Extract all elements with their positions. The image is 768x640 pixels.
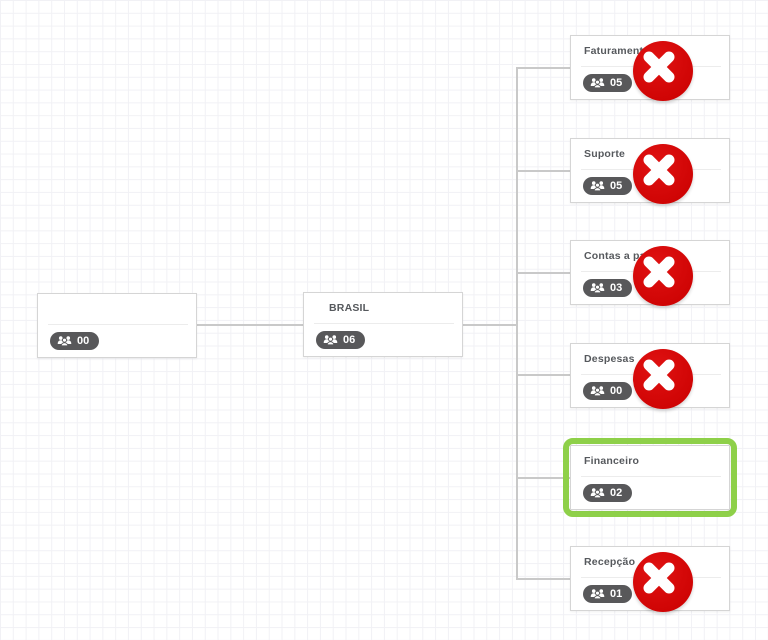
- node-recepcao[interactable]: Recepção 01: [570, 546, 730, 612]
- member-count-badge: 00: [583, 382, 633, 400]
- connector-branch-line: [516, 170, 570, 172]
- users-icon: [590, 77, 605, 89]
- node-title: Despesas: [584, 353, 635, 365]
- node-despesas[interactable]: Despesas 00: [570, 343, 730, 409]
- node-divider: [581, 476, 721, 477]
- selected-node-highlight: Financeiro 02: [563, 438, 737, 517]
- member-count: 02: [610, 487, 623, 499]
- delete-node-button[interactable]: [633, 552, 693, 612]
- connector-branch-line: [516, 272, 570, 274]
- node-title: BRASIL: [329, 302, 370, 314]
- x-icon: [643, 51, 675, 83]
- x-icon: [643, 154, 675, 186]
- connector-branch-line: [516, 578, 570, 580]
- delete-node-button[interactable]: [633, 349, 693, 409]
- node-root[interactable]: 00: [37, 293, 197, 358]
- member-count-badge: 05: [583, 74, 633, 92]
- member-count: 05: [610, 77, 623, 89]
- users-icon: [590, 282, 605, 294]
- member-count-badge: 06: [316, 331, 366, 349]
- x-icon: [643, 562, 675, 594]
- node-title: Financeiro: [584, 455, 640, 467]
- member-count-badge: 02: [583, 484, 633, 502]
- node-financeiro[interactable]: Financeiro 02: [570, 445, 730, 510]
- member-count: 05: [610, 180, 623, 192]
- users-icon: [590, 180, 605, 192]
- node-brasil[interactable]: BRASIL 06: [303, 292, 463, 357]
- member-count: 00: [610, 385, 623, 397]
- users-icon: [590, 588, 605, 600]
- member-count-badge: 03: [583, 279, 633, 297]
- node-title: Recepção: [584, 556, 636, 568]
- node-divider: [48, 324, 188, 325]
- member-count-badge: 00: [50, 332, 100, 350]
- connector-branch-line: [516, 67, 570, 69]
- node-contas-a-pagar[interactable]: Contas a pagar 03: [570, 240, 730, 306]
- member-count-badge: 01: [583, 585, 633, 603]
- member-count: 06: [343, 334, 356, 346]
- delete-node-button[interactable]: [633, 41, 693, 101]
- member-count: 01: [610, 588, 623, 600]
- x-icon: [643, 256, 675, 288]
- connector-trunk-line: [516, 67, 518, 580]
- node-divider: [314, 323, 454, 324]
- node-suporte[interactable]: Suporte 05: [570, 138, 730, 204]
- node-faturamento[interactable]: Faturamento 05: [570, 35, 730, 101]
- member-count: 03: [610, 282, 623, 294]
- x-icon: [643, 359, 675, 391]
- connector-branch-line: [516, 477, 570, 479]
- member-count-badge: 05: [583, 177, 633, 195]
- node-title: Suporte: [584, 148, 626, 160]
- node-title: Faturamento: [584, 45, 650, 57]
- delete-node-button[interactable]: [633, 246, 693, 306]
- connector-line: [197, 324, 303, 326]
- users-icon: [323, 334, 338, 346]
- delete-node-button[interactable]: [633, 144, 693, 204]
- users-icon: [57, 335, 72, 347]
- users-icon: [590, 487, 605, 499]
- member-count: 00: [77, 335, 90, 347]
- connector-branch-line: [516, 374, 570, 376]
- connector-line: [463, 324, 517, 326]
- users-icon: [590, 385, 605, 397]
